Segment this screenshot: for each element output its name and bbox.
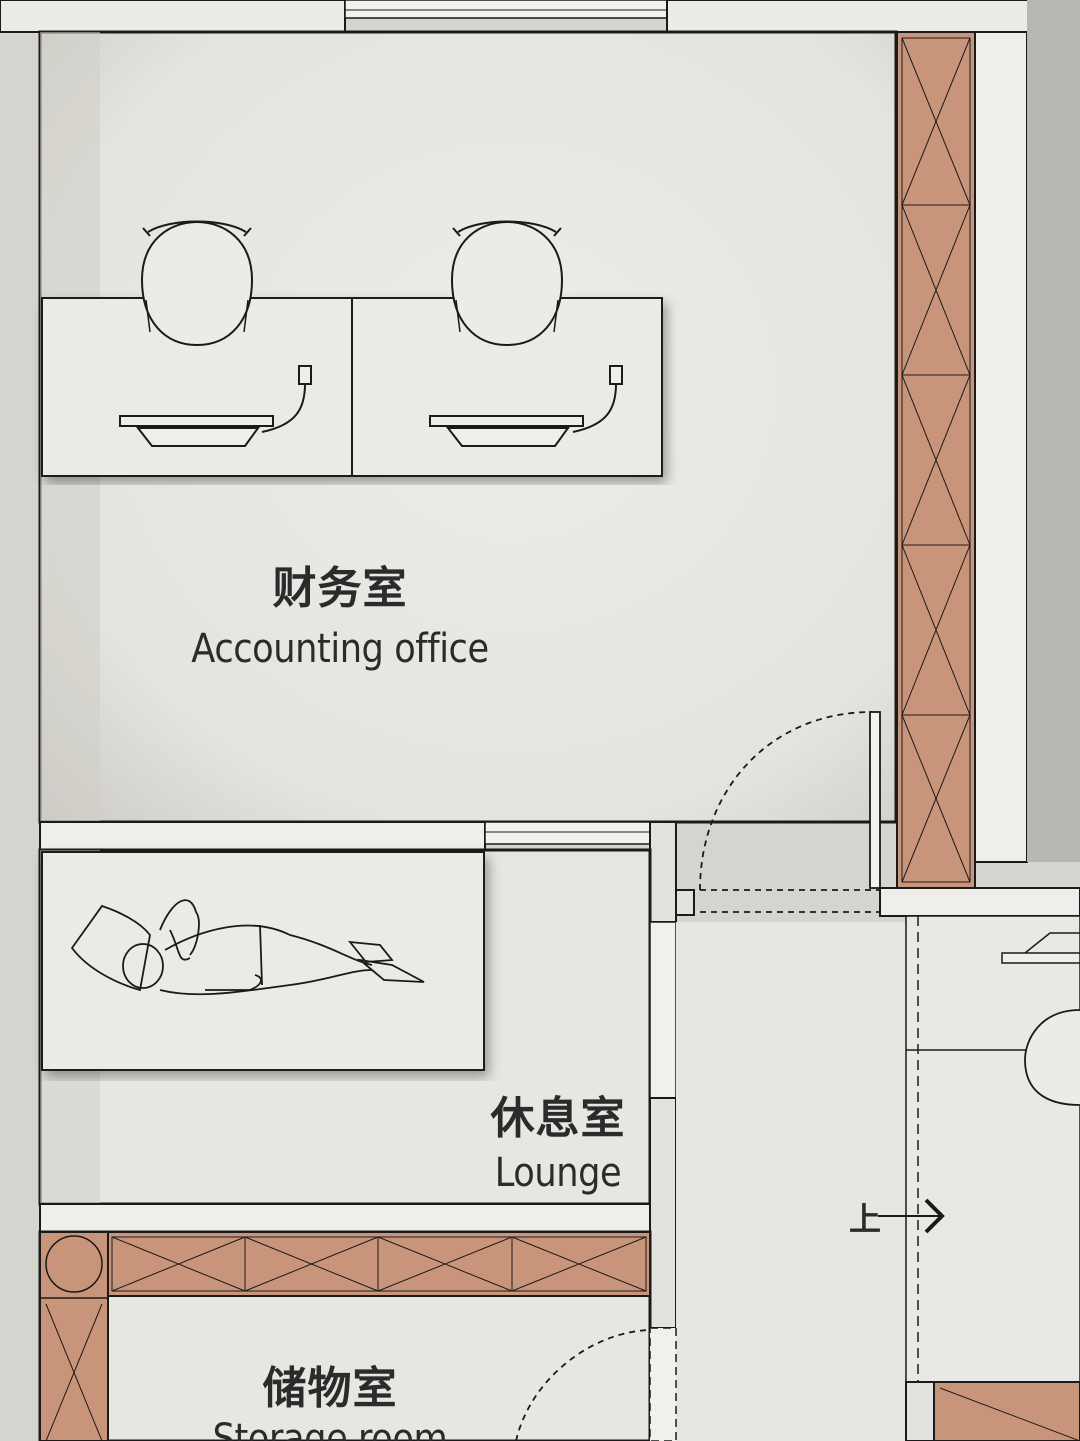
- office-chair-icon: [450, 220, 564, 347]
- lounge-name-cn: 休息室: [490, 1093, 626, 1144]
- desk-counter: [41, 297, 663, 477]
- office-chair-icon: [140, 220, 254, 347]
- storage-room-label: 储物室 Storage room: [170, 1352, 490, 1441]
- stair-up-label: 上: [848, 1194, 882, 1240]
- lounge-name-en: Lounge: [494, 1150, 622, 1196]
- stair-arrow-icon: [878, 1198, 945, 1234]
- door-swing-icon: [699, 711, 881, 913]
- accounting-office-label: 财务室 Accounting office: [160, 552, 520, 672]
- tall-cabinet: [896, 31, 976, 889]
- stair-up-text: 上: [848, 1200, 881, 1238]
- laptop-icon: [119, 415, 274, 447]
- partition-wall: [39, 1203, 651, 1233]
- right-wall: [974, 0, 1080, 863]
- corridor: [676, 887, 1080, 1441]
- accounting-office-name-en: Accounting office: [191, 626, 489, 672]
- daybed: [41, 851, 485, 1071]
- lounge-label: 休息室 Lounge: [478, 1082, 638, 1196]
- laptop-icon: [429, 415, 584, 447]
- storage-room-name-en: Storage room: [212, 1416, 448, 1441]
- power-socket-icon: [261, 365, 312, 433]
- power-socket-icon: [572, 365, 623, 433]
- storage-room-name-cn: 储物室: [262, 1363, 398, 1414]
- accounting-office-name-cn: 财务室: [272, 563, 408, 614]
- storage-room: [38, 1230, 677, 1441]
- sleeping-person-icon: [70, 899, 425, 996]
